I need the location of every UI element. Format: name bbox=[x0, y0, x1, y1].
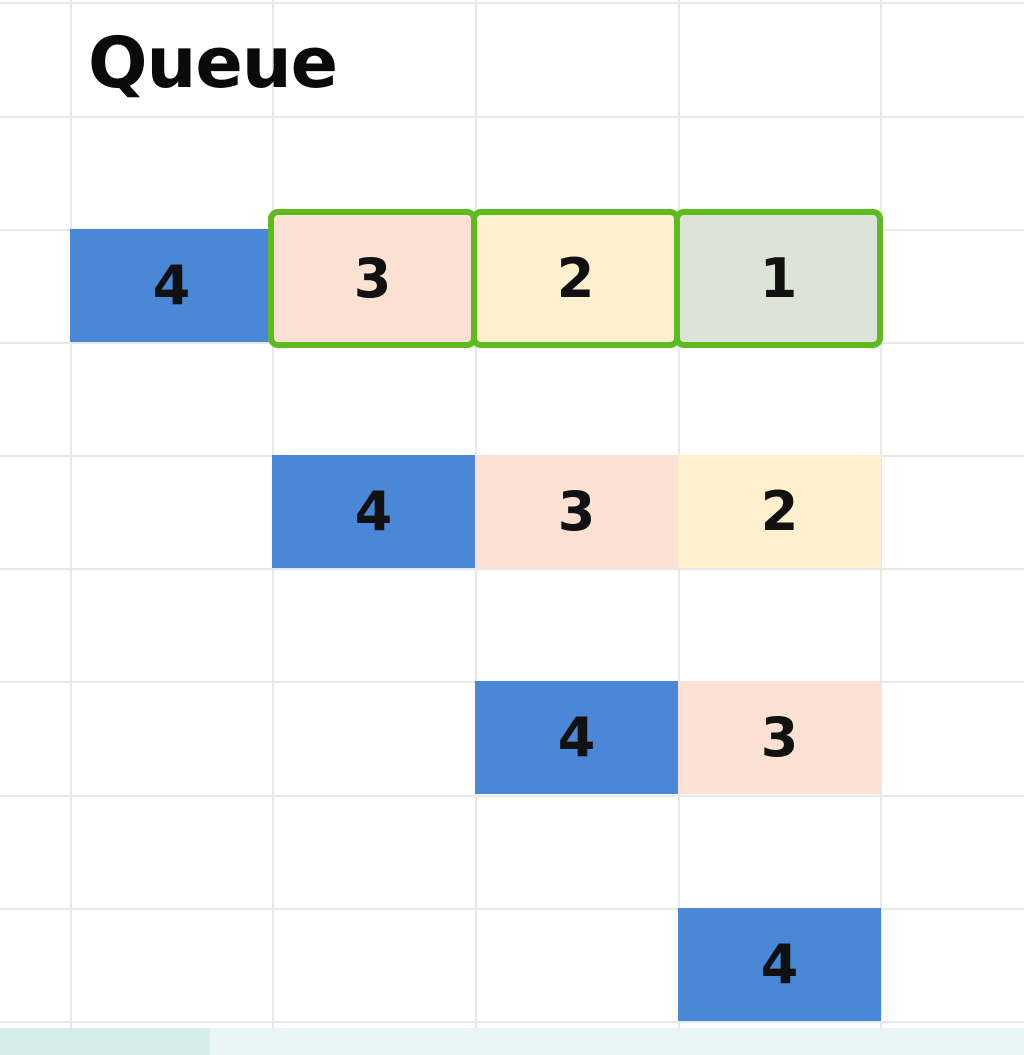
queue-cell[interactable]: 2 bbox=[678, 455, 881, 568]
column-gridline bbox=[880, 0, 882, 1030]
row-gridline bbox=[0, 795, 1024, 797]
queue-cell[interactable]: 3 bbox=[268, 209, 477, 348]
column-gridline bbox=[70, 0, 72, 1030]
queue-cell[interactable]: 1 bbox=[674, 209, 883, 348]
row-gridline bbox=[0, 1021, 1024, 1023]
queue-cell[interactable]: 2 bbox=[471, 209, 680, 348]
queue-cell[interactable]: 3 bbox=[678, 681, 881, 794]
queue-cell[interactable]: 4 bbox=[272, 455, 475, 568]
queue-cell[interactable]: 3 bbox=[475, 455, 678, 568]
sheet-title[interactable]: Queue bbox=[88, 22, 338, 104]
row-gridline bbox=[0, 116, 1024, 118]
row-gridline bbox=[0, 568, 1024, 570]
queue-cell[interactable]: 4 bbox=[475, 681, 678, 794]
row-gridline bbox=[0, 908, 1024, 910]
horizontal-scrollbar-thumb[interactable] bbox=[0, 1028, 210, 1055]
queue-cell[interactable]: 4 bbox=[678, 908, 881, 1021]
row-gridline bbox=[0, 2, 1024, 4]
queue-cell[interactable]: 4 bbox=[70, 229, 273, 342]
